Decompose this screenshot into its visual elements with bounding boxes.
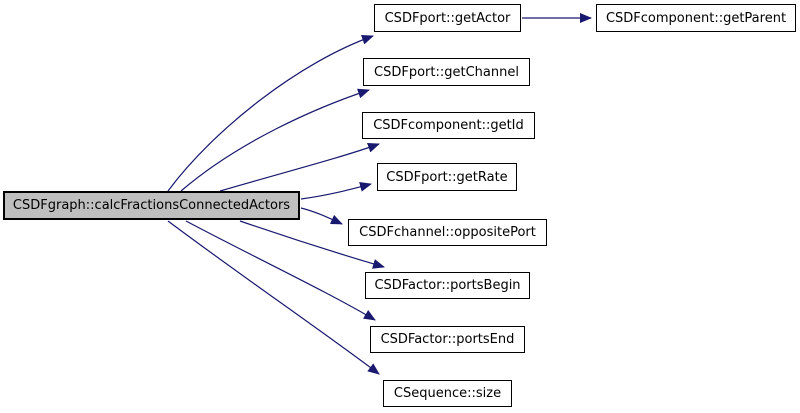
node-opposite-port[interactable]: CSDFchannel::oppositePort: [348, 219, 547, 246]
edge-main-to-get-actor: [167, 34, 374, 192]
node-get-rate[interactable]: CSDFport::getRate: [377, 163, 517, 191]
edge-main-to-opposite-port: [300, 207, 343, 225]
edge-main-to-size: [167, 220, 380, 375]
node-get-parent[interactable]: CSDFcomponent::getParent: [596, 4, 796, 32]
node-ports-begin[interactable]: CSDFactor::portsBegin: [365, 272, 530, 299]
node-get-channel[interactable]: CSDFport::getChannel: [363, 58, 530, 86]
node-ports-end[interactable]: CSDFactor::portsEnd: [370, 326, 525, 353]
edge-main-to-ports-end: [185, 220, 376, 321]
edge-main-to-ports-begin: [239, 220, 385, 269]
edge-main-to-get-id: [219, 143, 380, 192]
node-get-id[interactable]: CSDFcomponent::getId: [362, 112, 535, 139]
node-get-actor[interactable]: CSDFport::getActor: [374, 4, 521, 32]
node-size[interactable]: CSequence::size: [383, 380, 512, 407]
edge-main-to-get-rate: [300, 181, 372, 200]
edge-main-to-get-channel: [180, 88, 370, 192]
node-main: CSDFgraph::calcFractionsConnectedActors: [3, 191, 300, 220]
